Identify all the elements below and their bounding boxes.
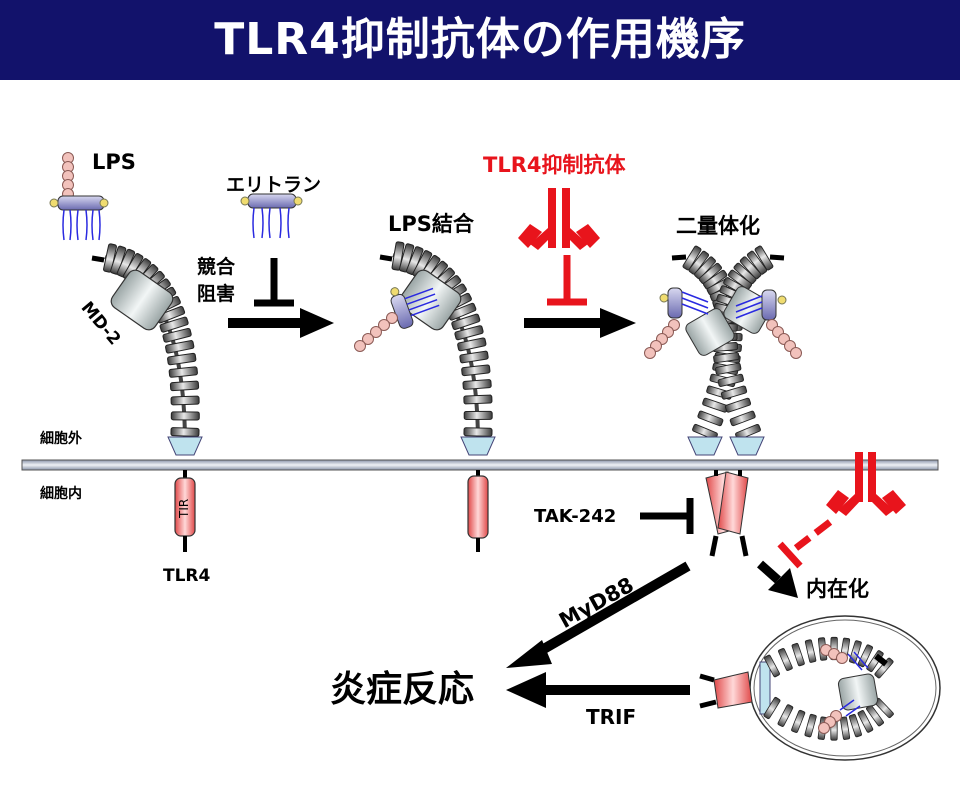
receptor-segment [696,410,724,427]
receptor-segment [720,385,748,401]
tir-domain-2 [467,475,489,539]
endosome [699,615,941,761]
antibody-inhibition-symbol [547,255,587,306]
tir-label: TIR [177,498,191,518]
eritoran-molecule [240,193,303,239]
receptor-segment [170,427,200,437]
internalization-inhibition-symbol [777,519,833,569]
competitive-inhibition-label-line2: 阻害 [197,283,236,305]
intracellular-label: 細胞内 [40,486,82,502]
receptor-segment [460,364,491,377]
receptor-segment [462,379,492,390]
dimer-tir-domains [705,470,749,557]
internalization-antibody-icon [826,452,906,516]
page-title: TLR4抑制抗体の作用機序 [214,14,746,65]
extracellular-label: 細胞外 [40,431,82,447]
tlr4-label: TLR4 [163,566,211,586]
cell-membrane [21,459,939,471]
receptor-segment [724,397,752,414]
receptor-segment [169,380,200,392]
title-bar [0,0,960,80]
receptor-segment [463,427,493,437]
arrow-to-dimerization [524,308,636,338]
receptor-segment [164,339,195,354]
tak242-inhibition-symbol [640,498,694,534]
receptor-segment [166,352,197,366]
receptor-segment [463,394,493,405]
receptor-segment [168,366,199,378]
receptor-segment [170,411,200,421]
tlr4-receptor-1 [91,242,203,552]
lps-molecule-1 [49,152,109,241]
tlr4-dimer [644,244,802,557]
receptor-segment [170,395,200,406]
tlr4-antibody-icon [518,188,600,250]
competitive-inhibition-symbol [254,258,294,307]
tlr4-receptor-2 [354,241,496,552]
internalization-label: 内在化 [806,577,869,601]
myd88-arrow [506,561,691,668]
arrow-to-internalization [757,560,798,598]
antibody-label: TLR4抑制抗体 [483,153,626,177]
receptor-segment [701,397,729,414]
trif-label: TRIF [586,705,637,729]
eritoran-label: エリトラン [226,174,322,196]
md2-domain-1 [110,269,174,331]
dimerization-label: 二量体化 [676,214,760,238]
endosome-tir [713,671,753,709]
tak242-label: TAK-242 [534,506,617,527]
lps-binding-label: LPS結合 [388,212,474,236]
lps-label: LPS [92,150,136,174]
receptor-segment [729,410,757,427]
arrow-to-lps-binding [228,308,334,338]
competitive-inhibition-label-line1: 競合 [197,256,236,278]
receptor-segment [463,410,493,420]
receptor-segment [459,350,489,364]
receptor-segment [456,337,487,352]
trif-arrow [506,672,690,708]
inflammation-label: 炎症反応 [330,669,475,710]
